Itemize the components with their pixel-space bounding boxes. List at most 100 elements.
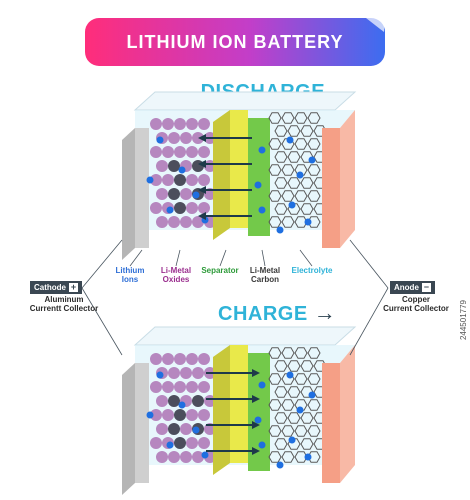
battery-charge-oxide-sphere-3 (186, 353, 198, 365)
pointer-li-metal-carbon (261, 249, 266, 267)
battery-discharge-lithium-ion-2 (192, 191, 200, 199)
anode-desc-line2: Current Collector (383, 304, 449, 313)
pointer-li-metal-oxides (175, 249, 181, 267)
label-lithium-ions: Lithium Ions (108, 266, 152, 284)
battery-discharge-lithium-ion-4 (146, 176, 154, 184)
battery-discharge-oxide-sphere-15 (156, 160, 168, 172)
battery-charge-graphite-cell-3 (307, 347, 321, 359)
battery-discharge-anode-plate-side (340, 110, 355, 248)
battery-charge-oxide-sphere-15 (156, 395, 168, 407)
label-electrolyte: Electrolyte (286, 266, 338, 275)
battery-charge-oxide-sphere-21 (162, 409, 174, 421)
battery-charge-graphite-cell-21 (287, 412, 301, 424)
battery-discharge-cathode-plate (135, 128, 149, 248)
battery-discharge-lithium-ion-8 (258, 206, 266, 214)
battery-discharge-lithium-ion-1 (178, 166, 186, 174)
battery-charge-oxide-sphere-37 (180, 451, 192, 463)
battery-discharge-ion-flow-arrowhead-1 (198, 160, 206, 168)
battery-charge-anode-plate-side (340, 345, 355, 483)
battery-discharge-lithium-ion-3 (166, 206, 174, 214)
battery-charge-graphite-cell-19 (307, 399, 321, 411)
battery-discharge-graphite-cell-30 (300, 203, 314, 215)
battery-charge-graphite-cell-30 (300, 438, 314, 450)
battery-charge-lithium-ion-0 (156, 371, 164, 379)
battery-charge-graphite-cell-10 (294, 373, 308, 385)
battery-discharge-graphite-cell-25 (281, 190, 295, 202)
battery-discharge-graphite-cell-24 (268, 190, 282, 202)
battery-charge-lithium-ion-3 (166, 441, 174, 449)
anode-desc-line1: Copper (402, 295, 430, 304)
battery-charge-oxide-sphere-32 (174, 437, 186, 449)
battery-charge-oxide-sphere-26 (168, 423, 180, 435)
battery-charge-graphite-cell-27 (307, 425, 321, 437)
battery-charge-graphite-cell-24 (268, 425, 282, 437)
battery-charge-graphite-cell-17 (281, 399, 295, 411)
battery-discharge-graphite-cell-16 (268, 164, 282, 176)
battery-discharge-oxide-sphere-4 (198, 118, 210, 130)
label-li-metal-oxides: Li-Metal Oxides (151, 266, 201, 284)
battery-discharge-oxide-sphere-7 (180, 132, 192, 144)
battery-charge-oxide-sphere-33 (186, 437, 198, 449)
plus-icon: + (69, 282, 78, 292)
battery-charge-graphite-cell-6 (300, 360, 314, 372)
battery-discharge-oxide-sphere-36 (168, 216, 180, 228)
battery-discharge-oxide-sphere-2 (174, 118, 186, 130)
battery-charge-lithium-ion-2 (192, 426, 200, 434)
battery-discharge-lithium-ion-7 (254, 181, 262, 189)
battery-charge-graphite-cell-11 (307, 373, 321, 385)
battery-charge-graphite-cell-16 (268, 399, 282, 411)
battery-discharge-oxide-sphere-35 (156, 216, 168, 228)
battery-discharge-lithium-ion-9 (286, 136, 294, 144)
battery-charge-lithium-ion-6 (258, 381, 266, 389)
battery-charge-oxide-sphere-6 (168, 367, 180, 379)
battery-discharge-cathode-plate-side (122, 128, 135, 260)
battery-charge-lithium-ion-5 (201, 451, 209, 459)
battery-charge-graphite-cell-28 (274, 438, 288, 450)
battery-discharge-graphite-cell-34 (294, 216, 308, 228)
battery-charge-top-face (133, 326, 357, 346)
pointer-separator (219, 249, 227, 267)
label-separator: Separator (195, 266, 245, 275)
battery-charge-lithium-ion-4 (146, 411, 154, 419)
cathode-tag: Cathode + (30, 281, 82, 294)
battery-charge-oxide-sphere-16 (168, 395, 180, 407)
battery-charge-oxide-sphere-30 (150, 437, 162, 449)
battery-discharge-oxide-sphere-24 (198, 174, 210, 186)
battery-discharge-graphite-cell-8 (268, 138, 282, 150)
pointer-lithium-ions (129, 249, 143, 267)
battery-charge-graphite-cell-2 (294, 347, 308, 359)
battery-charge-oxide-sphere-23 (186, 409, 198, 421)
anode-tag-label: Anode (394, 283, 419, 292)
battery-discharge-graphite-cell-19 (307, 164, 321, 176)
battery-discharge-lithium-ion-11 (288, 201, 296, 209)
pointer-anode-bottom (349, 287, 389, 356)
battery-charge-oxide-sphere-2 (174, 353, 186, 365)
battery-charge-ion-flow-arrowhead-1 (252, 395, 260, 403)
battery-discharge-oxide-sphere-16 (168, 160, 180, 172)
battery-discharge-oxide-sphere-33 (186, 202, 198, 214)
anode-tag: Anode − (390, 281, 435, 294)
battery-discharge-oxide-sphere-30 (150, 202, 162, 214)
battery-charge-oxide-sphere-1 (162, 353, 174, 365)
battery-charge-graphite-cell-20 (274, 412, 288, 424)
battery-discharge-oxide-sphere-27 (180, 188, 192, 200)
battery-discharge-lithium-ion-0 (156, 136, 164, 144)
battery-discharge-oxide-sphere-10 (150, 146, 162, 158)
battery-charge-graphite-cell-29 (287, 438, 301, 450)
pointer-anode-top (349, 239, 389, 289)
battery-discharge-oxide-sphere-6 (168, 132, 180, 144)
battery-discharge-graphite-cell-20 (274, 177, 288, 189)
battery-discharge-lithium-ion-6 (258, 146, 266, 154)
pointer-electrolyte (299, 249, 313, 267)
battery-discharge-oxide-sphere-23 (186, 174, 198, 186)
battery-discharge-ion-flow-arrowhead-0 (198, 134, 206, 142)
battery-discharge-oxide-sphere-34 (198, 202, 210, 214)
battery-charge-graphite-cell-12 (274, 386, 288, 398)
battery-discharge-graphite-cell-0 (268, 112, 282, 124)
battery-discharge-oxide-sphere-26 (168, 188, 180, 200)
battery-charge-graphite-cell-22 (300, 412, 314, 424)
battery-charge-graphite-cell-25 (281, 425, 295, 437)
battery-discharge-oxide-sphere-22 (174, 174, 186, 186)
battery-discharge-graphite-cell-21 (287, 177, 301, 189)
